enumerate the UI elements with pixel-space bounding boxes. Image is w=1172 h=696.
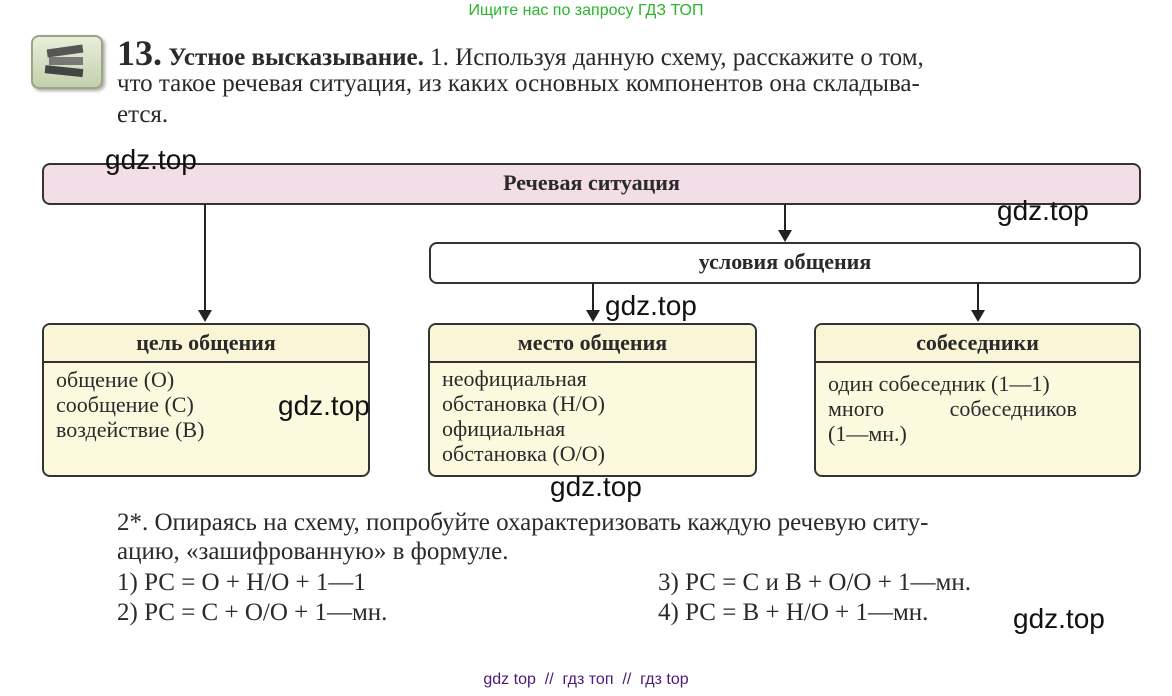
- exercise-line2: что такое речевая ситуация, из каких осн…: [117, 70, 920, 97]
- exercise-title: Устное высказывание.: [168, 44, 424, 71]
- watermark: gdz.top: [605, 290, 697, 321]
- card-line: много собеседников: [828, 396, 1077, 421]
- card-line: общение (О): [56, 367, 175, 392]
- exercise-number: 13.: [117, 33, 162, 73]
- arrow: [971, 283, 985, 322]
- card-interlocutors: собеседники один собеседник (1—1)много с…: [814, 323, 1141, 477]
- root-box: Речевая ситуация: [42, 163, 1141, 205]
- formula: 2) РС = С + О/О + 1—мн.: [117, 599, 388, 626]
- watermark: gdz.top: [278, 390, 370, 421]
- exercise-line1: 1. Используя данную схему, расскажите о …: [430, 44, 924, 71]
- card-line: воздействие (В): [56, 417, 205, 442]
- watermark: gdz.top: [1013, 603, 1105, 634]
- watermark: gdz.top: [105, 144, 197, 175]
- card-line: официальная: [442, 416, 566, 441]
- formula: 3) РС = С и В + О/О + 1—мн.: [658, 569, 971, 596]
- arrow: [778, 204, 792, 242]
- card-goal: цель общения общение (О)сообщение (С)воз…: [42, 323, 370, 477]
- watermark: gdz.top: [997, 195, 1089, 226]
- formula: 1) РС = О + Н/О + 1—1: [117, 569, 366, 596]
- footer-links: gdz top // гдз топ // гдз top: [483, 671, 689, 688]
- card-title: цель общения: [44, 325, 368, 363]
- books-icon: [31, 35, 103, 89]
- task2-line2: ацию, «зашифрованную» в формуле.: [117, 538, 509, 565]
- exercise-line3: ется.: [117, 101, 169, 128]
- card-line: обстановка (О/О): [442, 441, 605, 466]
- card-title: собеседники: [816, 325, 1139, 363]
- card-line: один собеседник (1—1): [828, 371, 1050, 396]
- card-title: место общения: [430, 325, 755, 363]
- task2-line1: 2*. Опираясь на схему, попробуйте охарак…: [117, 509, 929, 536]
- top-banner: Ищите нас по запросу ГДЗ ТОП: [468, 2, 704, 19]
- formula: 4) РС = В + Н/О + 1—мн.: [658, 599, 929, 626]
- arrow: [198, 204, 212, 322]
- exercise-heading: 13. Устное высказывание. 1. Используя да…: [117, 32, 924, 74]
- watermark: gdz.top: [550, 471, 642, 502]
- card-line: (1—мн.): [828, 421, 907, 446]
- conditions-box: условия общения: [429, 242, 1141, 284]
- card-line: сообщение (С): [56, 392, 194, 417]
- card-line: неофициальная: [442, 366, 587, 391]
- arrow: [586, 283, 600, 322]
- card-line: обстановка (Н/О): [442, 391, 605, 416]
